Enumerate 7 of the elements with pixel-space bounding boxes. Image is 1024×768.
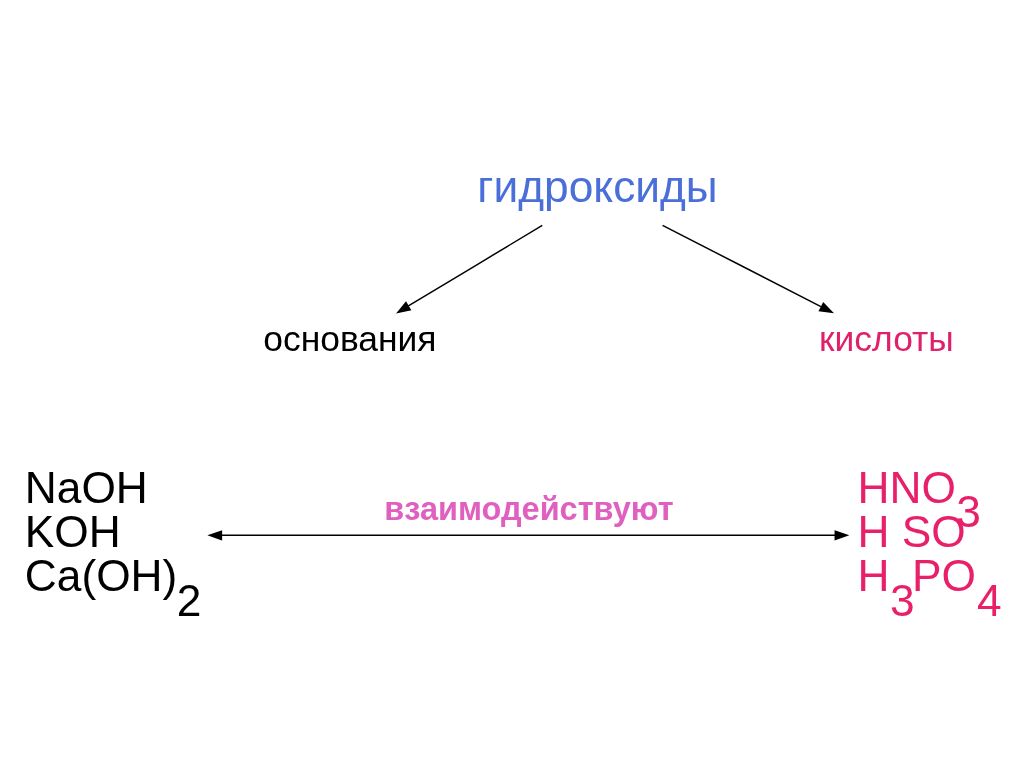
edge-label: взаимодействуют xyxy=(384,490,674,527)
arrow xyxy=(207,530,850,541)
node-text: основания xyxy=(263,319,437,360)
node-text: гидроксиды xyxy=(477,161,718,211)
node-text: кислоты xyxy=(819,319,954,360)
arrow xyxy=(396,224,544,314)
arrow xyxy=(661,224,834,314)
